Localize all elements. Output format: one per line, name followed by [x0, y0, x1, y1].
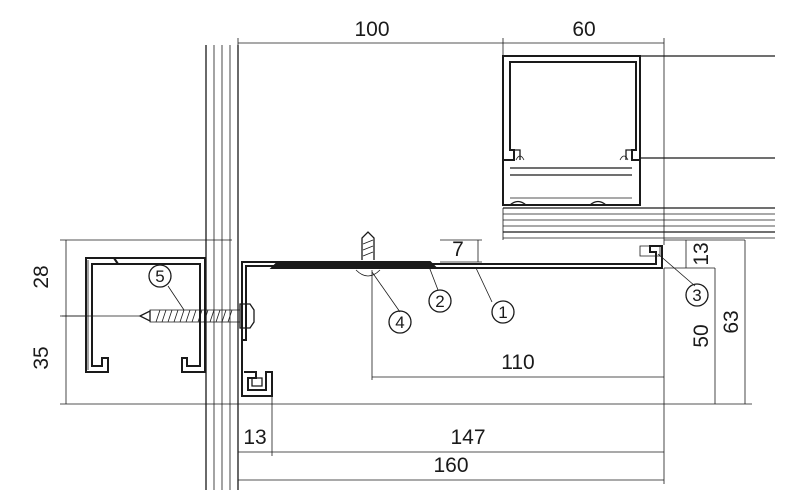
callout-4: 4	[388, 310, 412, 334]
dim-13-right: 13	[690, 242, 713, 265]
dim-160: 160	[433, 454, 468, 477]
dim-110: 110	[501, 351, 534, 374]
callout-1: 1	[491, 300, 515, 324]
dim-50: 50	[690, 324, 713, 347]
dimension-lines	[60, 38, 752, 484]
dim-28: 28	[30, 265, 53, 288]
self-drilling-screw	[62, 303, 255, 329]
dim-7: 7	[452, 238, 464, 261]
callout-2-label: 2	[435, 292, 444, 311]
upper-panel-assembly	[502, 55, 775, 240]
wall-panel	[205, 45, 239, 490]
dim-100: 100	[354, 18, 389, 41]
callout-5-label: 5	[155, 267, 164, 286]
dim-35: 35	[30, 346, 53, 369]
rivet	[355, 231, 381, 277]
dim-147: 147	[450, 426, 485, 449]
callout-leaders	[167, 253, 696, 313]
callout-2: 2	[428, 289, 452, 313]
callout-3-label: 3	[692, 286, 701, 305]
dim-60: 60	[572, 18, 595, 41]
callout-1-label: 1	[498, 303, 507, 322]
dim-63: 63	[720, 310, 743, 333]
flashing-profile	[241, 245, 663, 397]
steel-stud-profile	[85, 257, 206, 373]
callout-5: 5	[148, 264, 172, 288]
callout-4-label: 4	[395, 313, 404, 332]
dim-13-bottom: 13	[243, 426, 266, 449]
callout-3: 3	[685, 283, 709, 307]
